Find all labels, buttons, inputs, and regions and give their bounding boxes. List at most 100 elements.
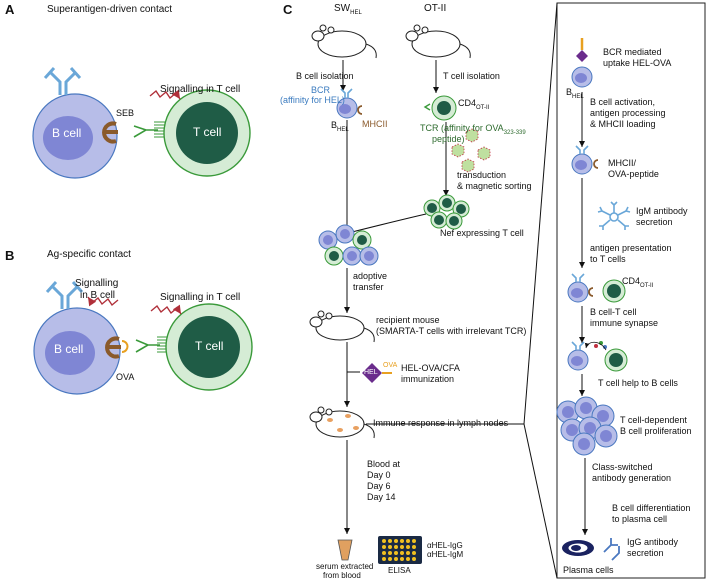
mouse1-label: SWHEL (334, 3, 362, 16)
adoptive-label-2: transfer (353, 282, 384, 292)
panel-b-signal-b-1: Signalling (75, 278, 119, 289)
b-hel-label: BHEL (331, 120, 349, 133)
panel-label-a: A (5, 2, 15, 17)
rb-prolif-2: B cell proliferation (620, 426, 692, 436)
mhcii-a (102, 121, 118, 144)
immune-response-label: Immune response in lymph nodes (373, 418, 509, 428)
b-cell-nucleus-b (45, 331, 95, 375)
nef-t-cell-label: Nef expressing T cell (440, 228, 524, 238)
recipient-label-2: (SMARTA-T cells with irrelevant TCR) (376, 326, 527, 336)
funnel-top (523, 2, 558, 425)
tcr-label-2: peptide) (432, 134, 465, 144)
rb-step1-1: BCR mediated (603, 47, 662, 57)
rb-help: T cell help to B cells (598, 378, 678, 388)
t-cell-nucleus-b (178, 316, 240, 378)
mouse-otii-icon (405, 24, 471, 59)
help-arc (584, 341, 607, 351)
rb-igm-2: secretion (636, 217, 673, 227)
bcr-label: BCR (311, 85, 331, 95)
elisa-wells (382, 539, 416, 561)
bcr-antibody-a (43, 66, 82, 95)
mixed-b-t-cluster (318, 224, 379, 266)
rb-nef-t-nucleus-3 (607, 284, 621, 298)
mouse-immunized-icon (309, 406, 375, 439)
rb-b-nucleus-1 (575, 73, 587, 83)
isolated-tcr (423, 103, 431, 111)
mhcii-b (105, 336, 121, 359)
mouse-recipient-icon (309, 310, 375, 343)
recipient-label-1: recipient mouse (376, 315, 440, 325)
signal-arrow-b-b (87, 296, 119, 307)
signal-arrow-b-t (150, 304, 182, 315)
panel-b-signal-t: Signalling in T cell (160, 292, 241, 303)
rb-mhc-3 (588, 287, 594, 297)
panel-b-b-cell-label: B cell (54, 342, 84, 356)
lentivirus-particles-icon (451, 128, 491, 173)
panel-b-signal-b-2: in B cell (80, 290, 116, 301)
rb-igm-1: IgM antibody (636, 206, 688, 216)
nef-t-cell-cluster (423, 194, 470, 230)
panel-a-b-cell-label: B cell (52, 126, 82, 140)
isolated-b-nucleus (339, 104, 351, 114)
mhcii-label: MHCII (362, 119, 388, 129)
rb-switch-1: Class-switched (592, 462, 653, 472)
hel-ova-uptake-icon (576, 50, 588, 62)
cd4-label: CD4OT-II (458, 98, 490, 111)
serum-label-1: serum extracted (316, 562, 374, 571)
rb-synapse-1: B cell-T cell (590, 307, 637, 317)
rb-diff-1: B cell differentiation (612, 503, 691, 513)
blood-label-0: Blood at (367, 459, 401, 469)
igm-pentamer-icon (597, 201, 631, 230)
serum-label-2: from blood (323, 571, 361, 580)
rb-present-2: to T cells (590, 254, 626, 264)
connector-nef-to-mix (351, 213, 427, 233)
rb-step1-2: uptake HEL-OVA (603, 58, 672, 68)
rb-synapse-2: immune synapse (590, 318, 659, 328)
panel-a-signal-t: Signalling in T cell (160, 84, 241, 95)
rb-mhc-2 (593, 159, 599, 169)
rb-cd4: CD4OT-II (622, 276, 654, 289)
immunization-label-2: immunization (401, 374, 455, 384)
tcr-a (133, 125, 158, 138)
rb-bcr-3 (571, 273, 585, 282)
ova-stick-label: OVA (383, 362, 398, 369)
mouse-swhel-icon (311, 24, 377, 59)
isolated-t-nucleus (437, 101, 451, 115)
rb-bcr-2 (575, 145, 589, 154)
adoptive-label-1: adoptive (353, 271, 388, 281)
rb-igg-2: secretion (627, 548, 664, 558)
rb-switch-2: antibody generation (592, 473, 672, 483)
funnel-bottom (523, 423, 558, 579)
rb-igg-1: IgG antibody (627, 537, 679, 547)
rb-b-hel-label: BHEL (566, 87, 584, 100)
b-isolation-label: B cell isolation (296, 71, 354, 81)
rb-b-nucleus-4 (571, 356, 583, 366)
panel-a-diagram (32, 66, 251, 179)
transduction-label-2: & magnetic sorting (457, 181, 532, 191)
rb-nef-t-nucleus-4 (609, 353, 623, 367)
mouse2-label: OT-II (424, 3, 447, 14)
bcr-affinity-label: (affinity for HEL) (280, 95, 345, 105)
panel-b-diagram (33, 280, 253, 395)
rb-step2-3: & MHCII loading (590, 119, 656, 129)
rb-present-1: antigen presentation (590, 243, 672, 253)
t-cell-nucleus-a (176, 102, 238, 164)
hel-diamond-label: HEL (364, 369, 378, 376)
rb-diff-2: to plasma cell (612, 514, 668, 524)
t-isolation-label: T cell isolation (443, 71, 500, 81)
rb-mhc-1: MHCII/ (608, 158, 636, 168)
igg-readout-label: αHEL-IgG (427, 541, 463, 550)
immunization-label-1: HEL-OVA/CFA (401, 363, 460, 373)
signal-arrow-a (149, 89, 181, 100)
panel-b-title: Ag-specific contact (47, 249, 131, 260)
transduction-label-1: transduction (457, 170, 507, 180)
mechanism-box-border (556, 2, 706, 579)
blood-label-3: Day 14 (367, 492, 396, 502)
plasma-cells-icon (562, 540, 594, 556)
panel-c-diagram (309, 24, 524, 564)
b-cell-nucleus-a (43, 116, 93, 160)
panel-a-t-cell-label: T cell (193, 125, 222, 139)
rb-step2-2: antigen processing (590, 108, 666, 118)
panel-label-c: C (283, 2, 293, 17)
